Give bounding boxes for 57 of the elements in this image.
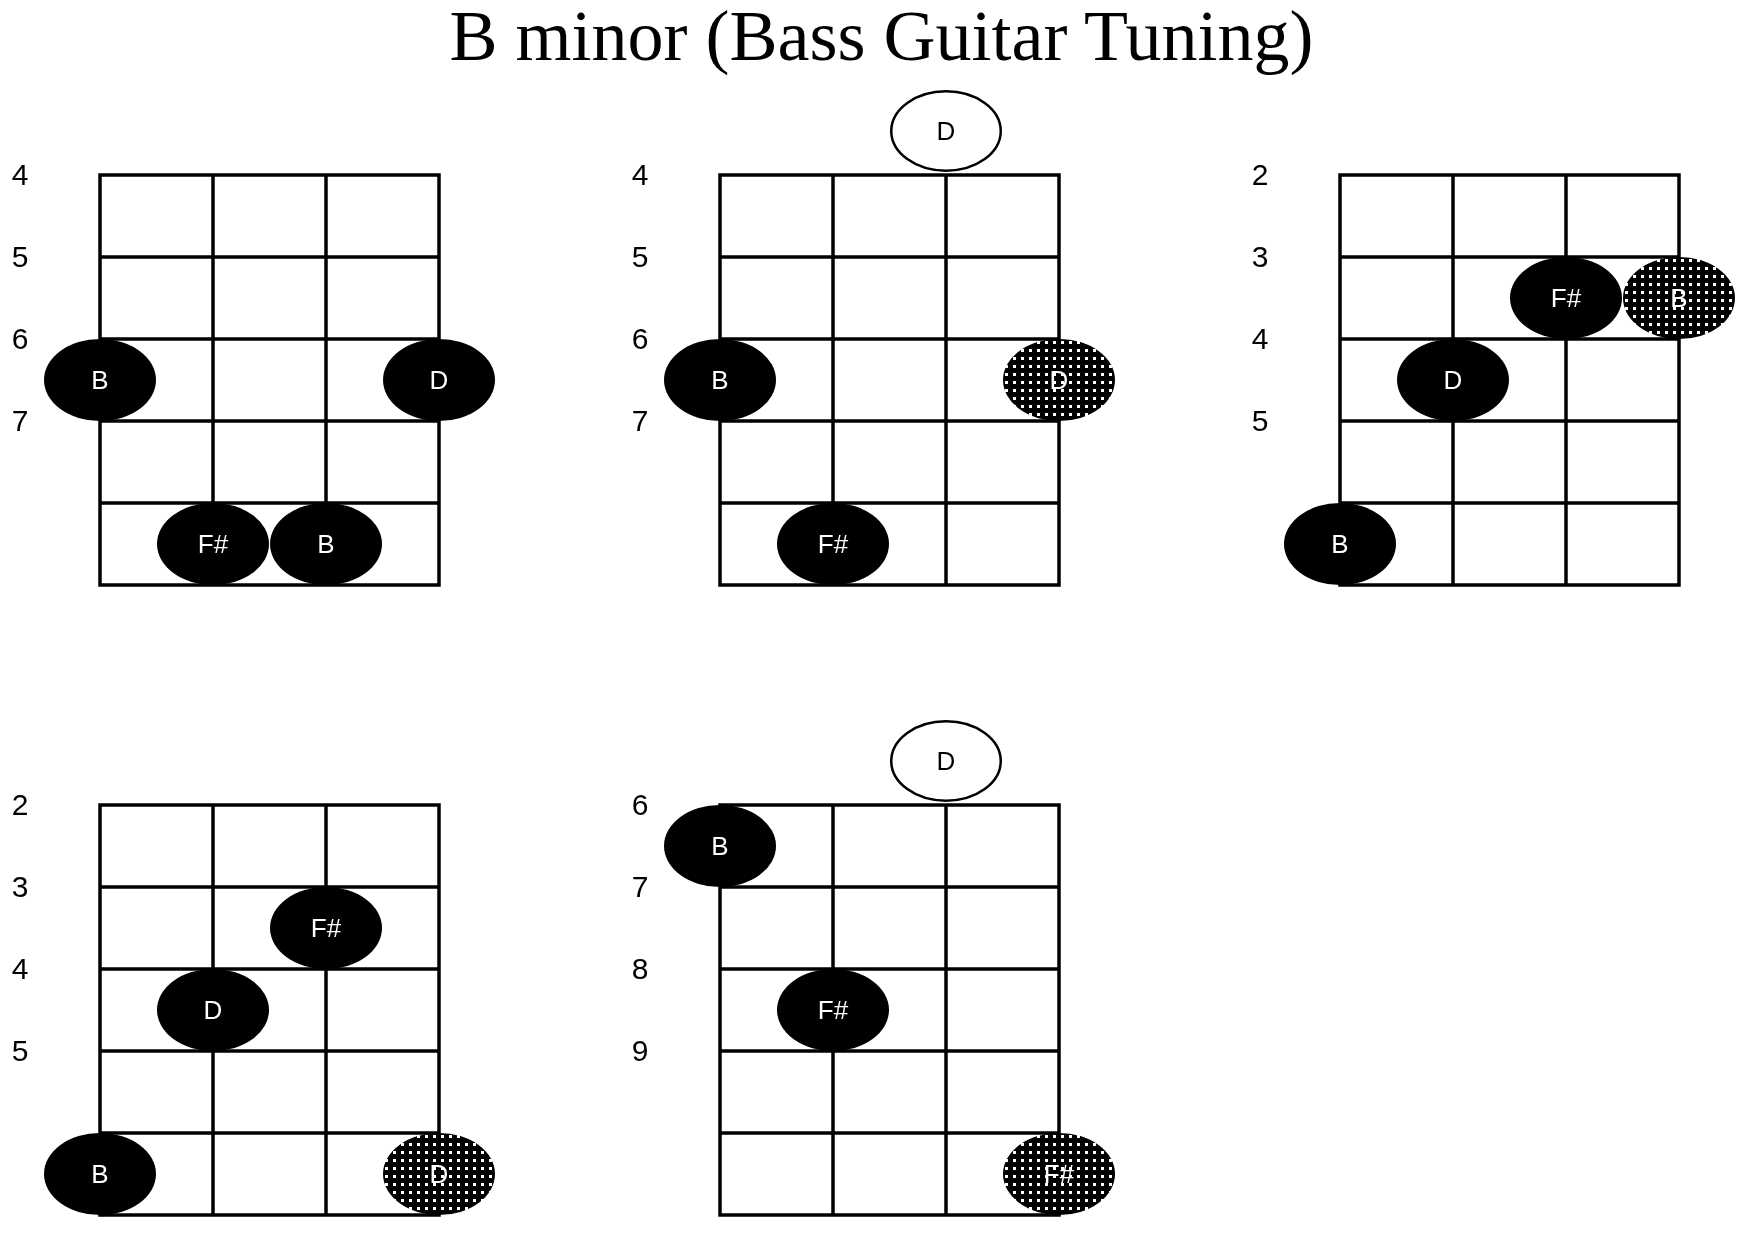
note-name: D [203,996,223,1024]
finger-position-marker [1510,257,1622,339]
note-name: B [711,366,729,394]
finger-position-marker [270,887,382,969]
note-name: D [936,747,956,775]
note-name: D [936,117,956,145]
fret-number: 3 [11,872,29,902]
fret-number: 4 [1251,324,1269,354]
fret-number: 2 [1251,160,1269,190]
finger-position-marker [157,969,269,1051]
finger-position-marker [44,1133,156,1215]
note-name: F# [197,530,229,558]
fret-number: 7 [631,406,649,436]
fret-number: 7 [11,406,29,436]
fret-number: 3 [1251,242,1269,272]
fret-number: 5 [1251,406,1269,436]
fret-number: 5 [11,1036,29,1066]
finger-position-marker [664,805,776,887]
finger-position-marker [1397,339,1509,421]
open-string-marker [890,90,1002,172]
chart-title: B minor (Bass Guitar Tuning) [449,0,1314,76]
note-name: F# [310,914,342,942]
finger-position-marker [44,339,156,421]
note-name: F# [1550,284,1582,312]
fret-number: 2 [11,790,29,820]
note-name: B [1331,530,1349,558]
note-name: F# [817,996,849,1024]
dotted-position-marker [383,1133,495,1215]
finger-position-marker [664,339,776,421]
note-name: B [91,366,109,394]
finger-position-marker [777,969,889,1051]
note-name: B [91,1160,109,1188]
fret-number: 4 [11,954,29,984]
finger-position-marker [383,339,495,421]
dotted-position-marker [1003,339,1115,421]
fret-number: 5 [631,242,649,272]
fret-number: 8 [631,954,649,984]
note-name: B [711,832,729,860]
fret-number: 5 [11,242,29,272]
dotted-position-marker [1003,1133,1115,1215]
fret-number: 4 [631,160,649,190]
note-name: F# [817,530,849,558]
fret-number: 7 [631,872,649,902]
finger-position-marker [270,503,382,585]
fret-number: 4 [11,160,29,190]
fret-number: 6 [631,324,649,354]
finger-position-marker [1284,503,1396,585]
fret-number: 6 [11,324,29,354]
open-string-marker [890,720,1002,802]
finger-position-marker [777,503,889,585]
dotted-position-marker [1623,257,1735,339]
fret-number: 6 [631,790,649,820]
note-name: D [429,366,449,394]
note-name: B [317,530,335,558]
note-name: D [1443,366,1463,394]
fret-number: 9 [631,1036,649,1066]
finger-position-marker [157,503,269,585]
